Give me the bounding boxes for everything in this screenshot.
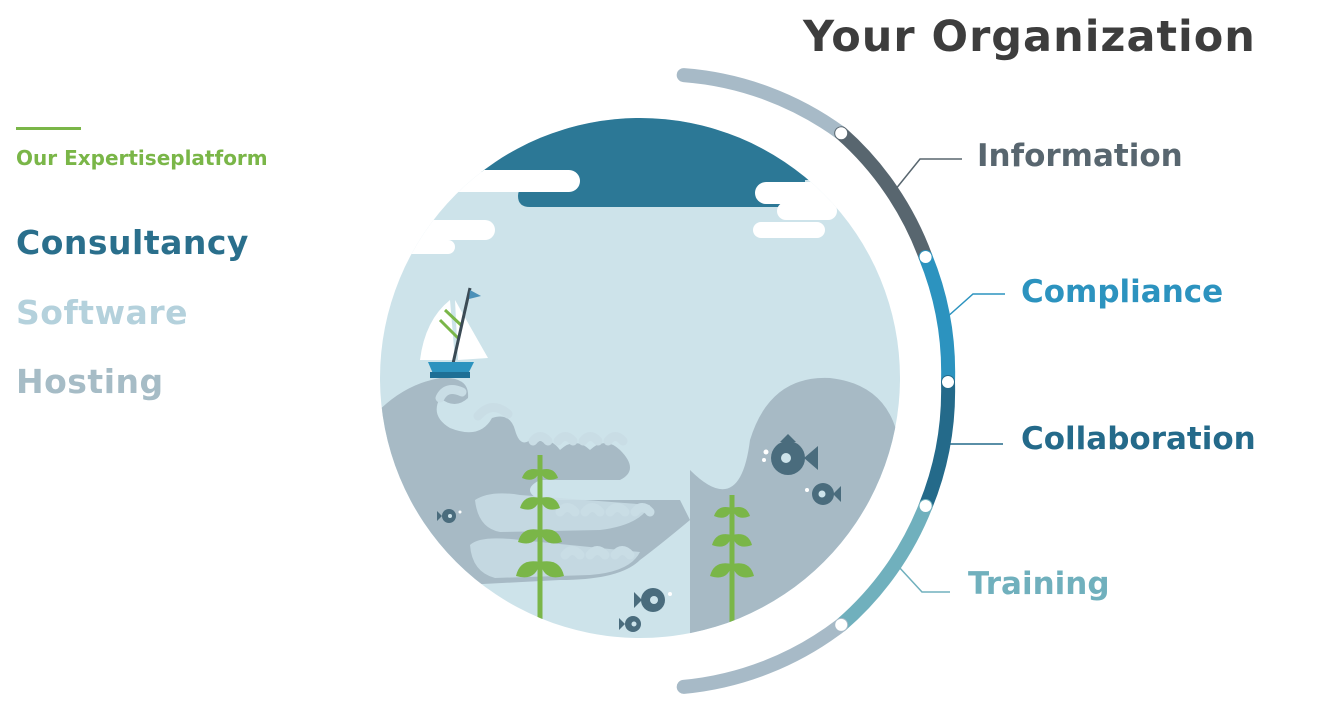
- ocean-scene: [380, 118, 900, 638]
- connector-compliance: [945, 293, 1005, 319]
- segment-label-collaboration[interactable]: Collaboration: [1021, 421, 1256, 457]
- sailboat-icon: [420, 287, 488, 378]
- wave-curl: [470, 538, 640, 578]
- segment-label-information[interactable]: Information: [977, 138, 1183, 174]
- sidebar-item-hosting[interactable]: Hosting: [16, 362, 164, 401]
- connector-information: [894, 158, 962, 191]
- fish-icon: [805, 483, 841, 505]
- arc-end-top: [676, 68, 849, 141]
- segment-label-training[interactable]: Training: [968, 566, 1110, 602]
- arc-nodes: [835, 127, 954, 631]
- arc-segment-compliance: [918, 250, 956, 389]
- arc-segment-collaboration: [918, 375, 956, 513]
- subtitle-accent-line: [16, 127, 81, 130]
- sidebar-item-consultancy[interactable]: Consultancy: [16, 223, 249, 262]
- platform-subtitle: Our Expertiseplatform: [16, 146, 268, 170]
- fish-icon: [762, 434, 818, 475]
- connector-training: [897, 565, 950, 593]
- wave-curl: [475, 493, 650, 532]
- arc-segment-training: [834, 499, 933, 632]
- fish-icon: [437, 509, 462, 523]
- fish-icon: [619, 616, 641, 632]
- arc-end-bottom: [676, 617, 849, 694]
- seaweed-icon: [710, 495, 754, 625]
- sidebar-item-software[interactable]: Software: [16, 293, 188, 332]
- fish-icon: [634, 588, 672, 612]
- seaweed-icon: [516, 455, 564, 620]
- organization-arc: [676, 68, 956, 694]
- arc-segment-information: [834, 126, 933, 264]
- page-title: Your Organization: [803, 12, 1256, 62]
- segment-label-compliance[interactable]: Compliance: [1021, 274, 1224, 310]
